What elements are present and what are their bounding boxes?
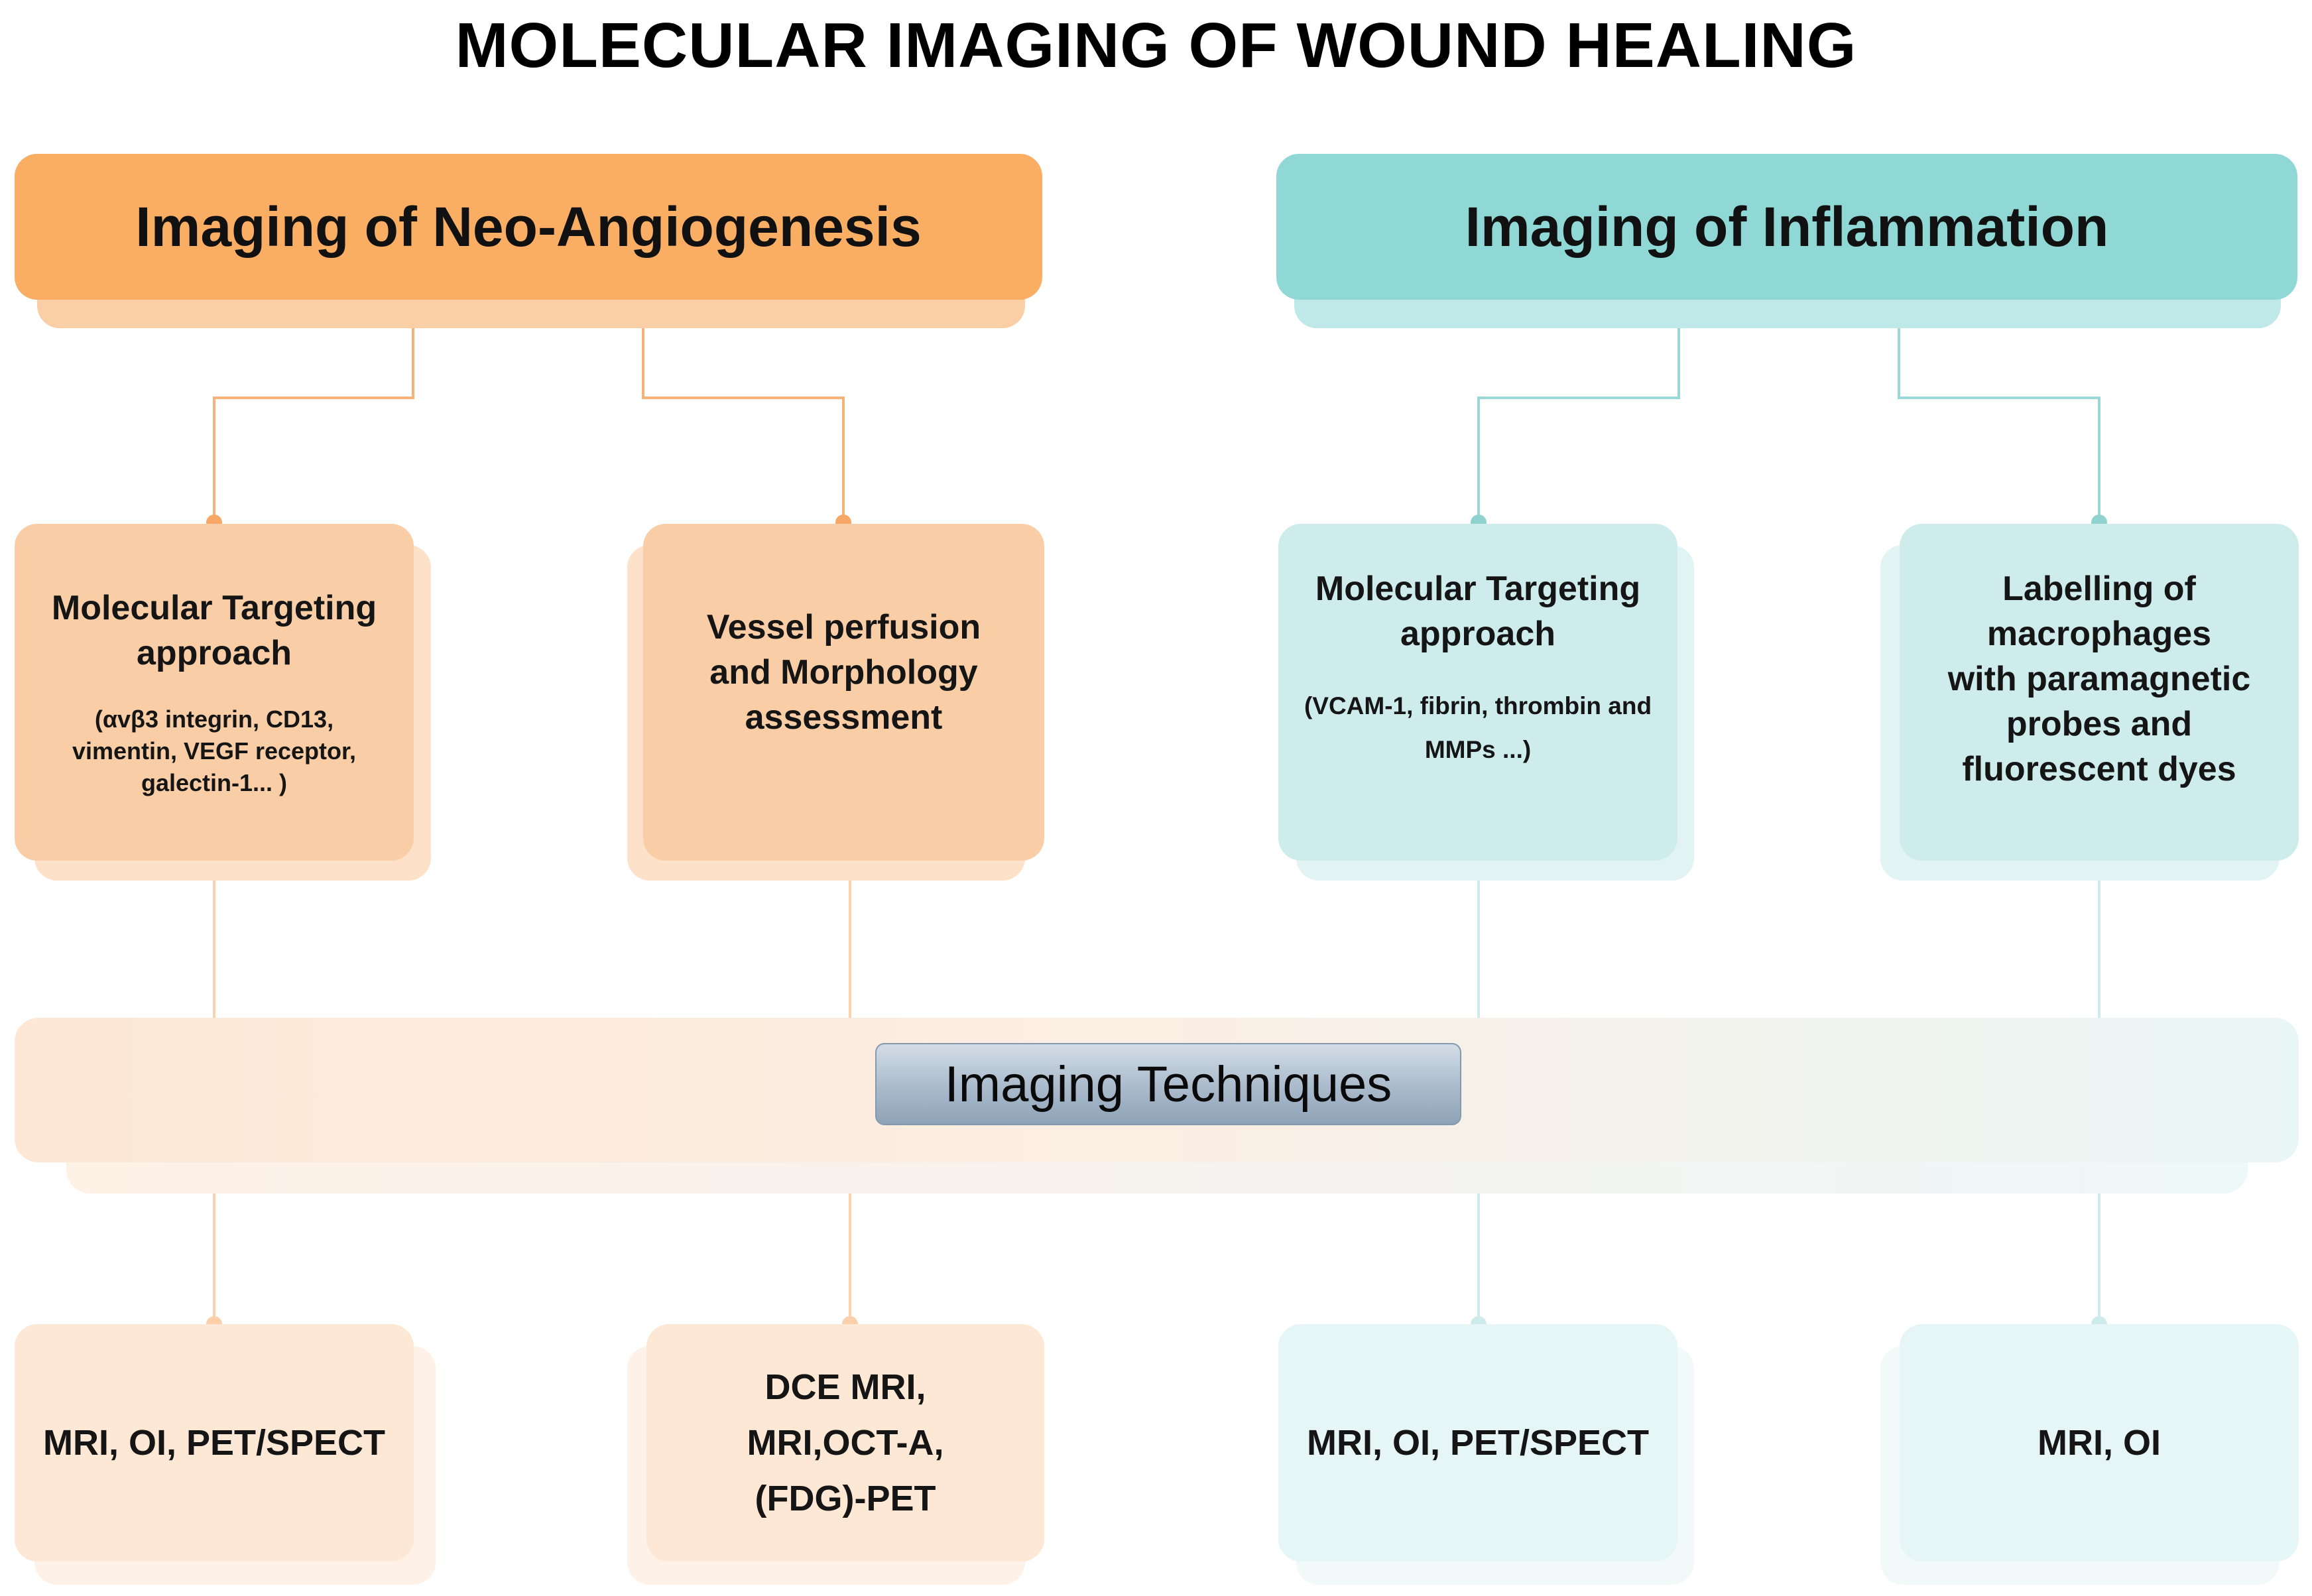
approach-title: Molecular Targeting approach bbox=[51, 589, 377, 672]
approach-title: Labelling of macrophages with paramagnet… bbox=[1947, 570, 2251, 788]
imaging-techniques-label: Imaging Techniques bbox=[875, 1043, 1461, 1125]
connector-right-a bbox=[1477, 302, 1680, 522]
header-neo-angiogenesis-label: Imaging of Neo-Angiogenesis bbox=[135, 195, 922, 258]
header-inflammation: Imaging of Inflammation bbox=[1276, 154, 2297, 300]
page-title: MOLECULAR IMAGING OF WOUND HEALING bbox=[455, 10, 1857, 81]
header-neo-angiogenesis: Imaging of Neo-Angiogenesis bbox=[15, 154, 1042, 300]
technique-text: DCE MRI, MRI,OCT-A, (FDG)-PET bbox=[747, 1367, 944, 1518]
approach-vessel-perfusion: Vessel perfusion and Morphology assessme… bbox=[643, 524, 1044, 861]
approach-molecular-targeting-inflam: Molecular Targeting approach (VCAM-1, fi… bbox=[1278, 524, 1677, 861]
approach-molecular-targeting-angio: Molecular Targeting approach (αvβ3 integ… bbox=[15, 524, 414, 861]
approach-subtitle: (αvβ3 integrin, CD13, vimentin, VEGF rec… bbox=[72, 706, 357, 796]
technique-text: MRI, OI, PET/SPECT bbox=[42, 1423, 386, 1463]
header-inflammation-label: Imaging of Inflammation bbox=[1465, 195, 2109, 258]
technique-box-4: MRI, OI bbox=[1900, 1324, 2299, 1562]
technique-text: MRI, OI, PET/SPECT bbox=[1306, 1423, 1650, 1463]
connector-right-b bbox=[1898, 302, 2100, 522]
connector-left-b bbox=[642, 302, 845, 522]
technique-text: MRI, OI bbox=[2038, 1423, 2161, 1463]
technique-box-2: DCE MRI, MRI,OCT-A, (FDG)-PET bbox=[646, 1324, 1044, 1562]
approach-subtitle: (VCAM-1, fibrin, thrombin and MMPs ...) bbox=[1304, 692, 1652, 763]
approach-labelling-macrophages: Labelling of macrophages with paramagnet… bbox=[1900, 524, 2299, 861]
approach-title: Molecular Targeting approach bbox=[1315, 570, 1641, 653]
connector-left-a bbox=[213, 302, 414, 522]
technique-box-1: MRI, OI, PET/SPECT bbox=[15, 1324, 414, 1562]
technique-box-3: MRI, OI, PET/SPECT bbox=[1278, 1324, 1677, 1562]
approach-title: Vessel perfusion and Morphology assessme… bbox=[706, 608, 981, 737]
